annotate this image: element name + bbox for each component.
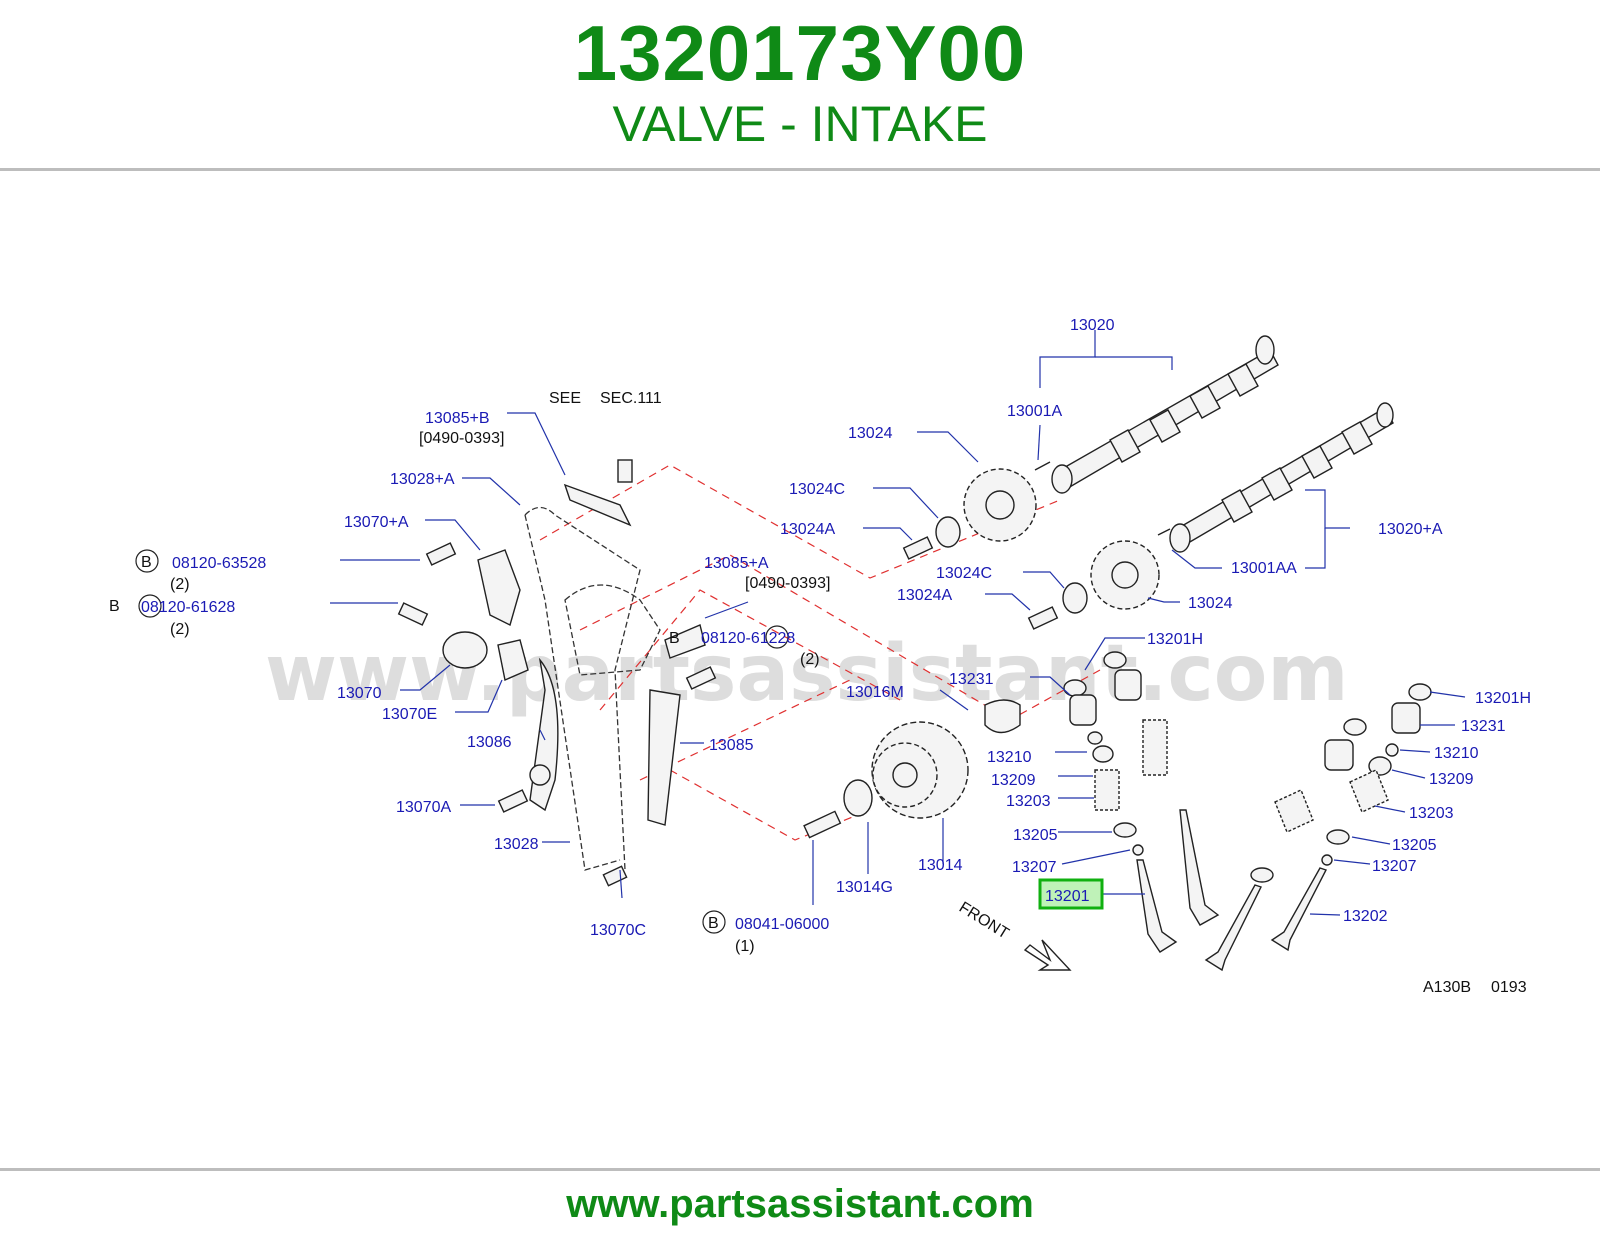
callout-13201h-right[interactable]: 13201H <box>1475 690 1531 707</box>
callout-13070[interactable]: 13070 <box>337 685 382 702</box>
callout-08041-06000[interactable]: 08041-06000 <box>735 916 829 933</box>
valve-train-right <box>1204 683 1432 972</box>
washers-bolts <box>397 459 1088 887</box>
callout-13070a[interactable]: 13070A <box>396 799 451 816</box>
footer-divider <box>0 1168 1600 1171</box>
callout-13086[interactable]: 13086 <box>467 734 512 751</box>
callout-labels: 13020 13001A 13024 13024C 13024A 13020+A… <box>141 317 1531 939</box>
qty-08041-06000: (1) <box>735 938 755 955</box>
leader-lines <box>330 330 1466 916</box>
see-section-link[interactable]: SEC.111 <box>600 390 662 407</box>
range-13085a: [0490-0393] <box>745 575 830 592</box>
qty-08120-61628: (2) <box>170 621 190 638</box>
callout-13014[interactable]: 13014 <box>918 857 963 874</box>
front-label: FRONT <box>956 899 1012 943</box>
callout-13070-a[interactable]: 13070+A <box>344 514 409 531</box>
callout-13202[interactable]: 13202 <box>1343 908 1388 925</box>
timing-chains <box>442 483 706 871</box>
callout-13203-right[interactable]: 13203 <box>1409 805 1454 822</box>
camshaft-lower <box>1157 402 1394 553</box>
callout-13231-right[interactable]: 13231 <box>1461 718 1506 735</box>
callout-13028-a[interactable]: 13028+A <box>390 471 455 488</box>
callout-13020-a[interactable]: 13020+A <box>1378 521 1443 538</box>
highlight-box <box>1038 878 1104 910</box>
drawing-code: A130B <box>1423 979 1471 996</box>
callout-08120-61628[interactable]: 08120-61628 <box>141 599 235 616</box>
bolt-marker-4: B <box>708 915 719 932</box>
callout-13207-left[interactable]: 13207 <box>1012 859 1057 876</box>
qty-08120-63528: (2) <box>170 576 190 593</box>
callout-13001aa[interactable]: 13001AA <box>1231 560 1297 577</box>
callout-13085[interactable]: 13085 <box>709 737 754 754</box>
callout-13016m[interactable]: 13016M <box>846 684 904 701</box>
callout-13207-right[interactable]: 13207 <box>1372 858 1417 875</box>
crank-sprocket <box>871 721 969 819</box>
callout-13070c[interactable]: 13070C <box>590 922 646 939</box>
qty-08120-61228: (2) <box>800 651 820 668</box>
valve-train-left <box>1063 651 1220 953</box>
bolt-markers: B B B B <box>109 549 789 934</box>
callout-08120-61228[interactable]: 08120-61228 <box>701 630 795 647</box>
callout-13070e[interactable]: 13070E <box>382 706 437 723</box>
callout-13024c-mid[interactable]: 13024C <box>936 565 992 582</box>
callout-13085-b[interactable]: 13085+B <box>425 410 490 427</box>
callout-13014g[interactable]: 13014G <box>836 879 893 896</box>
header-divider <box>0 168 1600 171</box>
callout-13210-right[interactable]: 13210 <box>1434 745 1479 762</box>
callout-13001a[interactable]: 13001A <box>1007 403 1062 420</box>
callout-13205-left[interactable]: 13205 <box>1013 827 1058 844</box>
camshaft-upper <box>1034 335 1279 494</box>
callout-13024-top[interactable]: 13024 <box>848 425 893 442</box>
callout-13210-left[interactable]: 13210 <box>987 749 1032 766</box>
callout-13085-a[interactable]: 13085+A <box>704 555 769 572</box>
callout-13205-right[interactable]: 13205 <box>1392 837 1437 854</box>
front-arrow-icon <box>1023 939 1072 971</box>
callout-13024a-top[interactable]: 13024A <box>780 521 835 538</box>
callout-13209-right[interactable]: 13209 <box>1429 771 1474 788</box>
callout-13024a-mid[interactable]: 13024A <box>897 587 952 604</box>
drawing-date: 0193 <box>1491 979 1527 996</box>
parts-diagram: www.partsassistant.com <box>109 317 1531 996</box>
front-indicator: FRONT <box>956 899 1072 971</box>
sprocket-lower <box>1090 540 1160 610</box>
callout-13024-mid[interactable]: 13024 <box>1188 595 1233 612</box>
bolt-marker-2: B <box>109 598 120 615</box>
bolt-marker-3: B <box>669 630 680 647</box>
callout-13024c-top[interactable]: 13024C <box>789 481 845 498</box>
callout-13020[interactable]: 13020 <box>1070 317 1115 334</box>
range-13085b: [0490-0393] <box>419 430 504 447</box>
part-number-title: 1320173Y00 <box>573 9 1027 97</box>
see-note: SEE <box>549 390 581 407</box>
footer-url-link[interactable]: www.partsassistant.com <box>566 1182 1034 1226</box>
callout-13203-left[interactable]: 13203 <box>1006 793 1051 810</box>
callout-13209-left[interactable]: 13209 <box>991 772 1036 789</box>
callout-08120-63528[interactable]: 08120-63528 <box>172 555 266 572</box>
callout-13201-highlight[interactable]: 13201 <box>1045 888 1090 905</box>
bolt-marker-1: B <box>141 554 152 571</box>
header: 1320173Y00 VALVE - INTAKE <box>0 0 1600 170</box>
callout-13231-left[interactable]: 13231 <box>949 671 994 688</box>
sprocket-upper <box>963 468 1037 542</box>
callout-13201h-left[interactable]: 13201H <box>1147 631 1203 648</box>
part-name-subtitle: VALVE - INTAKE <box>612 96 988 152</box>
callout-13028[interactable]: 13028 <box>494 836 539 853</box>
